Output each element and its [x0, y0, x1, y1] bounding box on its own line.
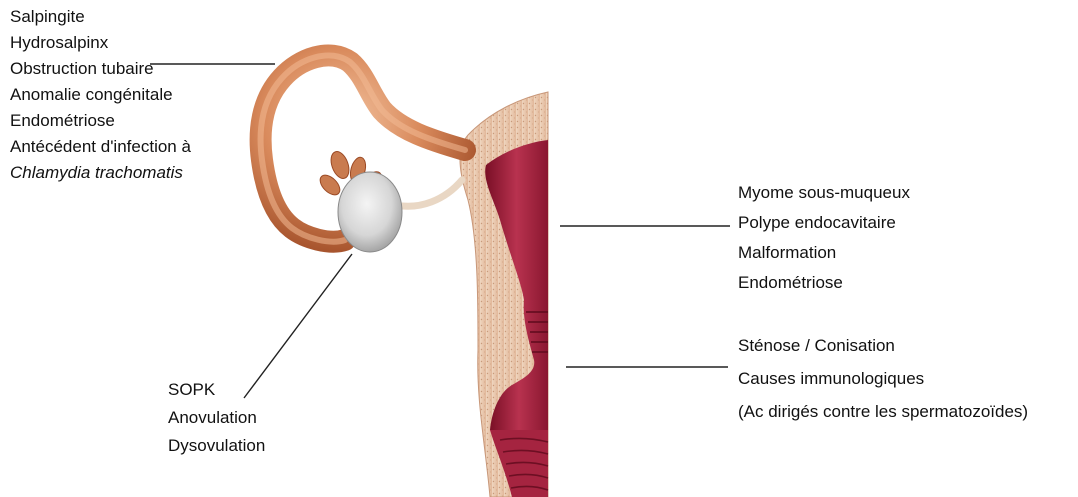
list-item: Dysovulation — [168, 432, 265, 460]
list-item: SOPK — [168, 376, 265, 404]
cervical-causes-list: Sténose / Conisation Causes immunologiqu… — [738, 329, 1028, 428]
ovarian-causes-list: SOPK Anovulation Dysovulation — [168, 376, 265, 460]
leader-lines — [150, 64, 730, 398]
list-item: Salpingite — [10, 4, 191, 30]
list-item: Causes immunologiques — [738, 362, 1028, 395]
list-item: Endométriose — [10, 108, 191, 134]
list-item: Sténose / Conisation — [738, 329, 1028, 362]
list-item: Myome sous-muqueux — [738, 178, 910, 208]
list-item: Anomalie congénitale — [10, 82, 191, 108]
organism-name: Chlamydia trachomatis — [10, 160, 191, 186]
tubal-causes-list: Salpingite Hydrosalpinx Obstruction tuba… — [10, 4, 191, 186]
list-item: Hydrosalpinx — [10, 30, 191, 56]
ovary — [338, 172, 402, 252]
uterine-causes-list: Myome sous-muqueux Polype endocavitaire … — [738, 178, 910, 298]
list-item: Polype endocavitaire — [738, 208, 910, 238]
ovarian-ligament — [395, 180, 462, 206]
list-item: (Ac dirigés contre les spermatozoïdes) — [738, 395, 1028, 428]
list-item: Endométriose — [738, 268, 910, 298]
list-item: Obstruction tubaire — [10, 56, 191, 82]
list-item: Anovulation — [168, 404, 265, 432]
list-item: Malformation — [738, 238, 910, 268]
list-item: Antécédent d'infection à — [10, 134, 191, 160]
